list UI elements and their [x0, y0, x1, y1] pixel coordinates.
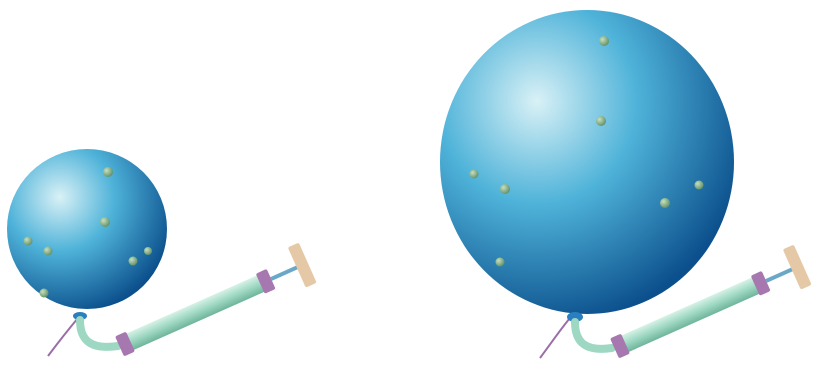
gas-particle: [40, 289, 49, 298]
string-left: [48, 318, 78, 356]
small-balloon: [7, 149, 167, 309]
pump-rod: [270, 265, 299, 281]
gas-particle: [660, 198, 670, 208]
gas-particle: [44, 247, 53, 256]
small-balloon-group: [7, 149, 317, 365]
string-right: [540, 318, 570, 358]
gas-particle: [144, 247, 152, 255]
pump-rod: [765, 267, 794, 283]
pump-hose: [575, 322, 612, 349]
gas-particle: [129, 257, 138, 266]
gas-particle: [695, 181, 704, 190]
pump-handle: [288, 243, 317, 288]
gas-particle: [496, 258, 505, 267]
gas-particle: [100, 217, 110, 227]
pump-hose: [80, 320, 118, 347]
gas-particle: [24, 237, 33, 246]
gas-particle: [103, 167, 113, 177]
gas-particle: [596, 116, 606, 126]
gas-particle: [599, 36, 609, 46]
gas-particle: [470, 170, 479, 179]
pump-handle: [783, 245, 812, 290]
gas-particle: [500, 184, 510, 194]
large-balloon-group: [440, 10, 812, 365]
large-balloon: [440, 10, 734, 314]
